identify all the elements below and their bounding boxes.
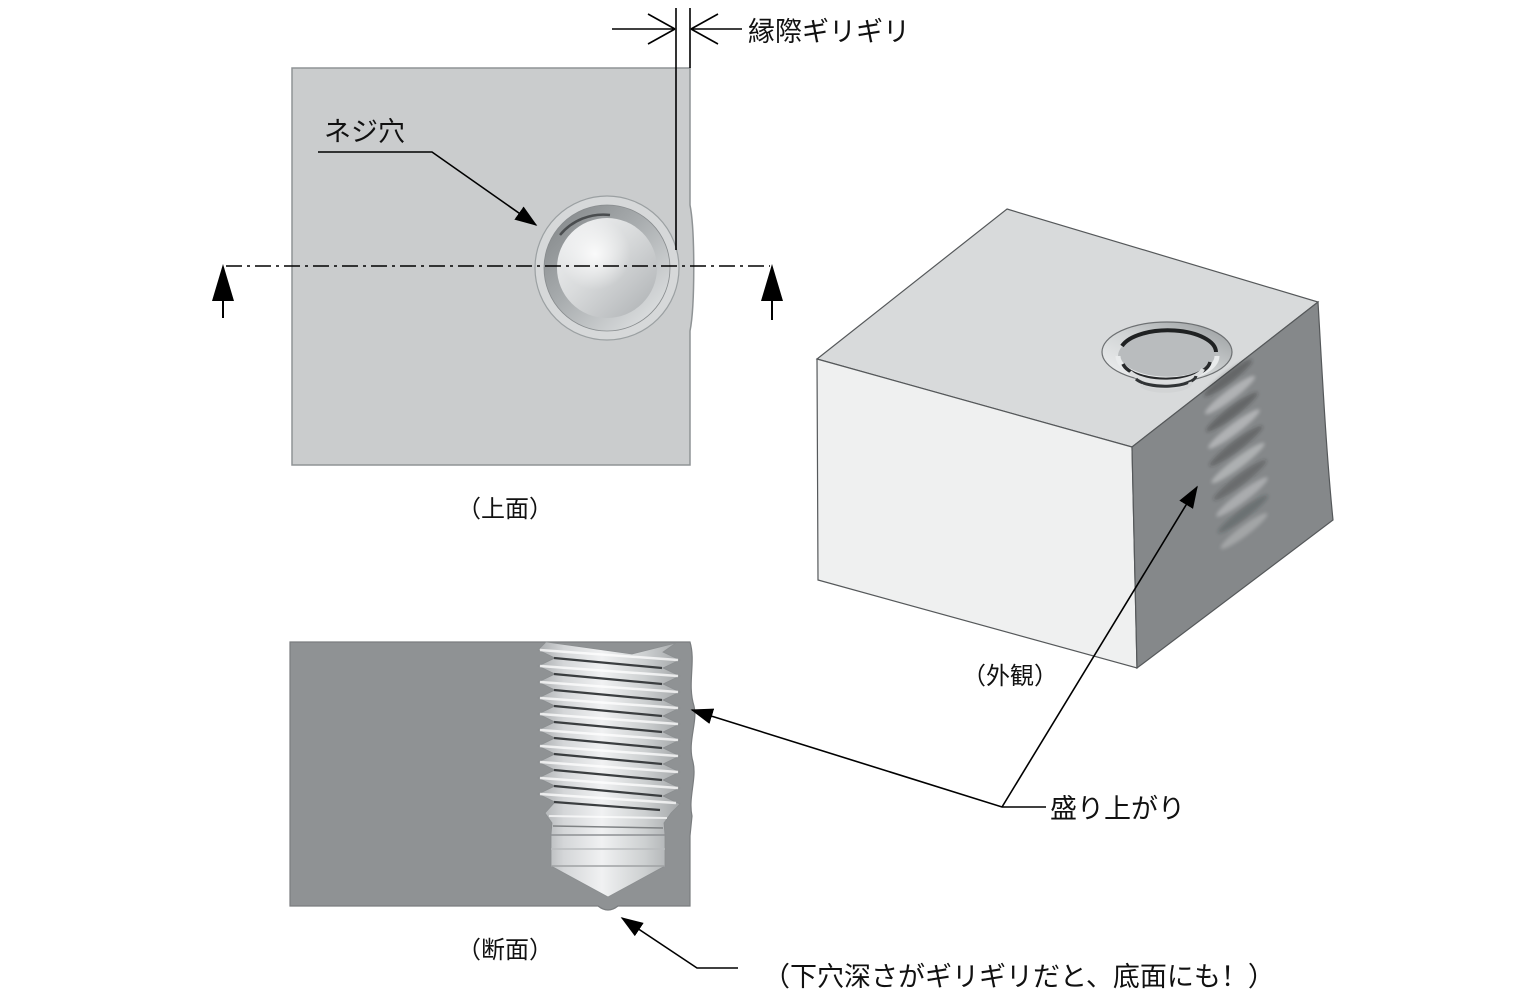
section-arrow-left [212,264,234,318]
bottom-note-annotation: （下穴深さがギリギリだと、底面にも！） [620,917,1275,992]
thread-root-lines [553,656,663,812]
bulge-ripples [1203,359,1268,549]
edge-gap-label: 縁際ギリギリ [748,17,910,47]
top-view-caption: （上面） [457,496,553,523]
countersunk-hole [1101,321,1233,393]
screw-hole-label: ネジ穴 [324,117,405,147]
thread-shadow-arc [559,213,611,236]
screw-hole-top-view [534,195,680,341]
edge-gap-dimension [612,8,742,250]
bulge-leader-left [690,708,1046,808]
bottom-note-leader [620,917,738,969]
section-arrow-right [761,264,783,320]
bulge-annotation: 盛り上がり [690,485,1198,824]
bulge-label: 盛り上がり [1050,794,1185,824]
top-view: 縁際ギリギリ ネジ穴 （上面） [212,8,910,523]
section-view: （断面） [289,641,696,964]
screw-section [537,641,681,898]
screw-hole-leader [318,151,538,226]
external-view-caption: （外観） [962,663,1058,690]
thread-runout-lines [548,815,668,867]
bulge-leader-right [1001,485,1198,808]
thread-crest-highlights [539,648,679,805]
section-caption: （断面） [457,937,553,964]
external-view: （外観） [815,208,1334,690]
bottom-note-label: （下穴深さがギリギリだと、底面にも！） [763,962,1275,992]
